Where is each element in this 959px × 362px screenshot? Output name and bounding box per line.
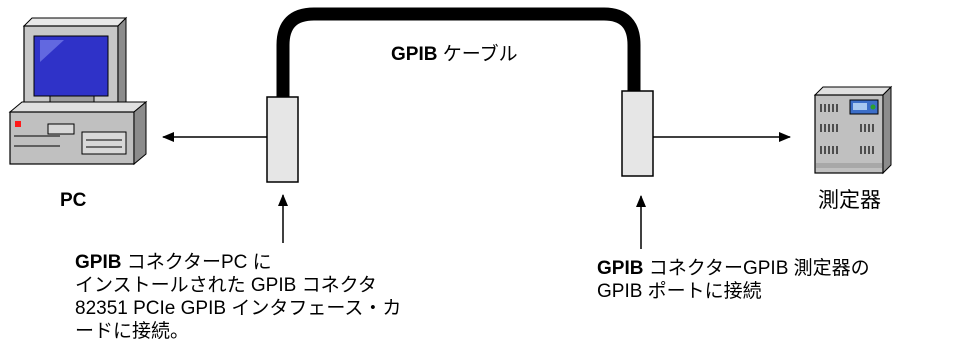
pc-label: PC bbox=[60, 190, 87, 211]
gpib-connector-left bbox=[266, 96, 299, 183]
cable-label-bold: GPIB bbox=[391, 44, 438, 65]
pc-icon bbox=[8, 16, 148, 166]
right-caption-bold: GPIB bbox=[597, 258, 644, 279]
cable-label-text: ケーブル bbox=[442, 44, 518, 65]
gpib-cable bbox=[276, 7, 641, 98]
instrument-label: 測定器 bbox=[818, 189, 881, 212]
instrument-icon bbox=[813, 85, 893, 175]
right-connector-caption: GPIB コネクターGPIB 測定器の GPIB ポートに接続 bbox=[597, 258, 870, 302]
left-caption-bold: GPIB bbox=[75, 252, 122, 273]
left-connector-caption: GPIB コネクターPC に インストールされた GPIB コネクタ 82351… bbox=[75, 252, 402, 342]
gpib-connector-right bbox=[621, 90, 654, 177]
cable-label: GPIB ケーブル bbox=[391, 43, 518, 66]
